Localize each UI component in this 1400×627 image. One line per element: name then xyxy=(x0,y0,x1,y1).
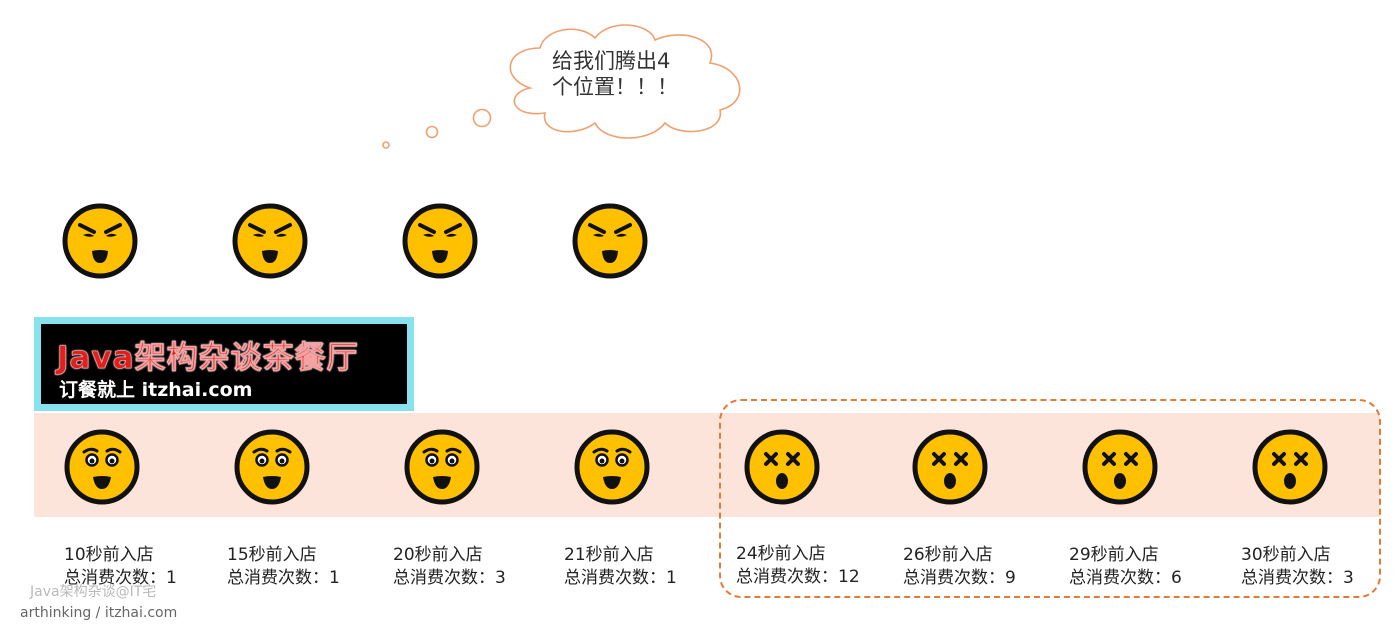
visit-count: 总消费次数：3 xyxy=(393,568,506,588)
smiling-face-icon xyxy=(404,429,480,505)
customer-label: 24秒前入店 总消费次数：12 xyxy=(736,543,860,589)
shocked-face-icon xyxy=(1082,429,1158,505)
customer-label: 26秒前入店 总消费次数：9 xyxy=(903,544,1016,590)
watermark-author: Java架构杂谈@IT宅 xyxy=(30,584,157,600)
thought-cloud xyxy=(382,24,741,149)
shocked-face-icon xyxy=(912,429,988,505)
speech-line-2: 个位置！！！ xyxy=(552,75,678,99)
angry-face-icon xyxy=(62,203,138,279)
smiling-face-icon xyxy=(234,429,310,505)
customer-label: 20秒前入店 总消费次数：3 xyxy=(393,544,506,590)
visit-count: 总消费次数：1 xyxy=(564,568,677,588)
entry-time: 30秒前入店 xyxy=(1241,545,1331,565)
entry-time: 10秒前入店 xyxy=(64,545,154,565)
visit-count: 总消费次数：1 xyxy=(227,568,340,588)
speech-bubble-text: 给我们腾出4 个位置！！！ xyxy=(552,48,712,100)
watermark-site: arthinking / itzhai.com xyxy=(20,605,178,621)
visit-count: 总消费次数：3 xyxy=(1241,568,1354,588)
angry-face-icon xyxy=(572,203,648,279)
entry-time: 20秒前入店 xyxy=(393,545,483,565)
customer-label: 21秒前入店 总消费次数：1 xyxy=(564,544,677,590)
shocked-face-icon xyxy=(1252,429,1328,505)
entry-time: 15秒前入店 xyxy=(227,545,317,565)
angry-face-icon xyxy=(402,203,478,279)
smiling-face-icon xyxy=(574,429,650,505)
customer-label: 30秒前入店 总消费次数：3 xyxy=(1241,544,1354,590)
customer-label: 10秒前入店 总消费次数：1 xyxy=(64,544,177,590)
eviction-group-box xyxy=(719,399,1381,598)
visit-count: 总消费次数：6 xyxy=(1069,568,1182,588)
entry-time: 21秒前入店 xyxy=(564,545,654,565)
angry-face-icon xyxy=(232,203,308,279)
banner-subtitle: 订餐就上 itzhai.com xyxy=(59,379,253,401)
visit-count: 总消费次数：9 xyxy=(903,568,1016,588)
entry-time: 24秒前入店 xyxy=(736,544,826,564)
speech-line-1: 给我们腾出4 xyxy=(552,49,671,73)
visit-count: 总消费次数：1 xyxy=(64,568,177,588)
entry-time: 29秒前入店 xyxy=(1069,545,1159,565)
shocked-face-icon xyxy=(744,429,820,505)
restaurant-banner: Java架构杂谈茶餐厅 订餐就上 itzhai.com xyxy=(34,317,414,411)
smiling-face-icon xyxy=(64,429,140,505)
banner-title: Java架构杂谈茶餐厅 xyxy=(57,340,359,377)
visit-count: 总消费次数：12 xyxy=(736,567,860,587)
entry-time: 26秒前入店 xyxy=(903,545,993,565)
customer-label: 15秒前入店 总消费次数：1 xyxy=(227,544,340,590)
customer-label: 29秒前入店 总消费次数：6 xyxy=(1069,544,1182,590)
